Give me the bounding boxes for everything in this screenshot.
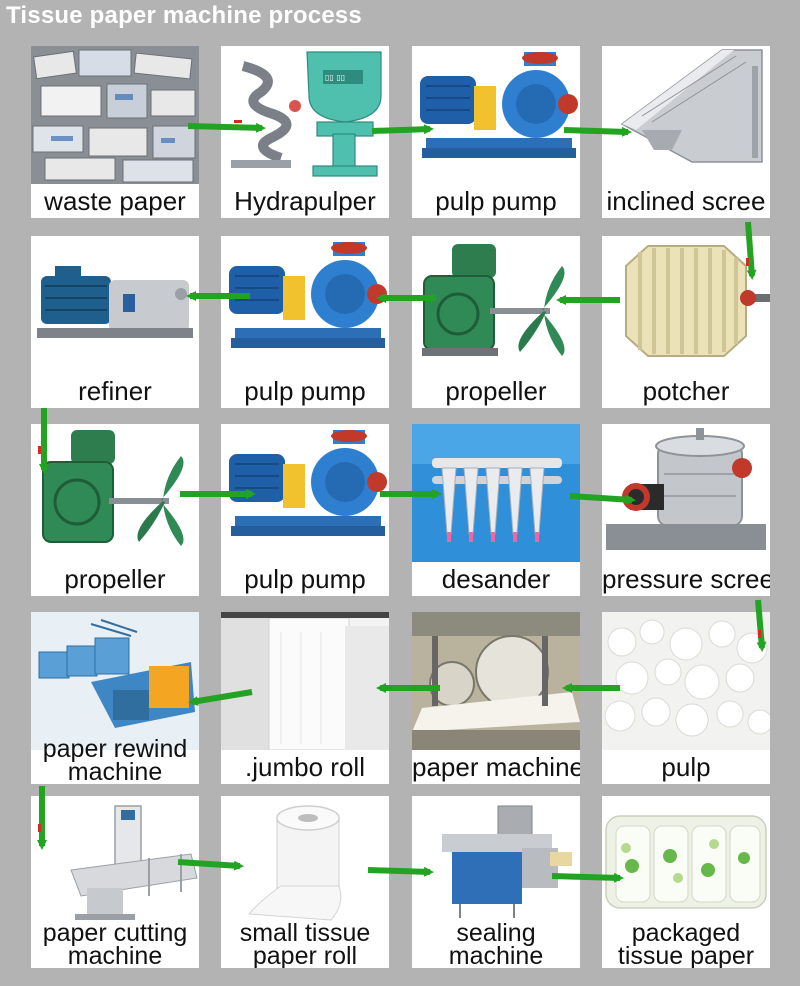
step-label: paper rewind machine [31,735,199,785]
propeller-image [42,430,184,546]
step-label: paper machine [412,752,580,782]
desander-image [412,424,580,562]
step-label: pulp pump [435,186,557,216]
hydrapulper-image: ▯▯ ▯▯ [231,51,382,177]
step-label: propeller [64,564,166,594]
step-label: propeller [445,376,547,406]
step-label: sealing machine [412,919,580,969]
paper-machine-image [412,612,580,750]
step-label-line1: small tissue [239,919,371,947]
step-label-line1: sealing [456,919,536,947]
step-propeller-2: propeller [31,424,199,596]
pulp-pump-image [229,242,387,348]
svg-text:▯▯ ▯▯: ▯▯ ▯▯ [325,73,345,82]
jumbo-roll-image [221,612,389,750]
step-sealing-machine: sealing machine [412,796,580,968]
step-pulp: pulp [602,612,770,784]
step-label: pulp pump [244,564,366,594]
step-pressure-screen: pressure screen [602,424,770,596]
step-paper-cutting-machine: paper cutting machine [31,796,199,968]
step-label-line1: paper rewind [42,735,188,763]
step-label: packaged tissue paper [602,919,770,969]
step-label: paper cutting machine [31,919,199,969]
step-jumbo-roll: .jumbo roll [221,612,389,784]
step-label: refiner [78,376,152,406]
step-label-line2: paper roll [252,942,358,969]
inclined-screen-image [620,49,763,163]
step-inclined-screen: inclined scree [602,46,770,218]
step-desander: desander [412,424,580,596]
waste-paper-image [31,46,199,184]
propeller-image [422,244,565,356]
pulp-image [602,612,770,750]
step-label: desander [441,564,551,594]
step-pulp-pump-2: pulp pump [221,236,389,408]
step-label: potcher [642,376,730,406]
step-pulp-pump-1: pulp pump [412,46,580,218]
paper-rewind-machine-image [31,612,199,750]
step-label-line2: tissue paper [617,942,755,969]
step-label: pulp pump [244,376,366,406]
step-label: pulp [661,752,711,782]
step-label-line2: machine [67,942,163,969]
step-packaged-tissue-paper: packaged tissue paper [602,796,770,968]
page-title: Tissue paper machine process [6,2,362,29]
step-small-tissue-paper-roll: small tissue paper roll [221,796,389,968]
packaged-tissue-image [602,796,770,934]
step-label: waste paper [44,186,186,216]
potcher-image [625,245,770,357]
step-label-line2: machine [448,942,544,969]
refiner-image [37,266,193,338]
step-label-line1: packaged [631,919,741,947]
step-label: Hydrapulper [234,186,376,216]
step-label: small tissue paper roll [221,919,389,969]
pressure-screen-image [606,428,766,550]
step-label: inclined scree [606,186,766,216]
step-paper-machine: paper machine [412,612,580,784]
step-propeller-1: propeller [412,236,580,408]
sealing-machine-image [412,796,580,934]
step-waste-paper: waste paper [31,46,199,218]
pulp-pump-image [229,430,387,536]
step-potcher: potcher [602,236,770,408]
step-label-line2: machine [67,758,163,785]
tissue-roll-image [221,796,389,934]
step-label-line1: paper cutting [42,919,188,947]
paper-cutting-machine-image [31,796,199,934]
step-label: .jumbo roll [245,752,365,782]
step-pulp-pump-3: pulp pump [221,424,389,596]
step-paper-rewind-machine: paper rewind machine [31,612,199,784]
pulp-pump-image [420,52,578,158]
step-hydrapulper: ▯▯ ▯▯ Hydrapulper [221,46,389,218]
step-label: pressure screen [602,564,770,594]
step-refiner: refiner [31,236,199,408]
